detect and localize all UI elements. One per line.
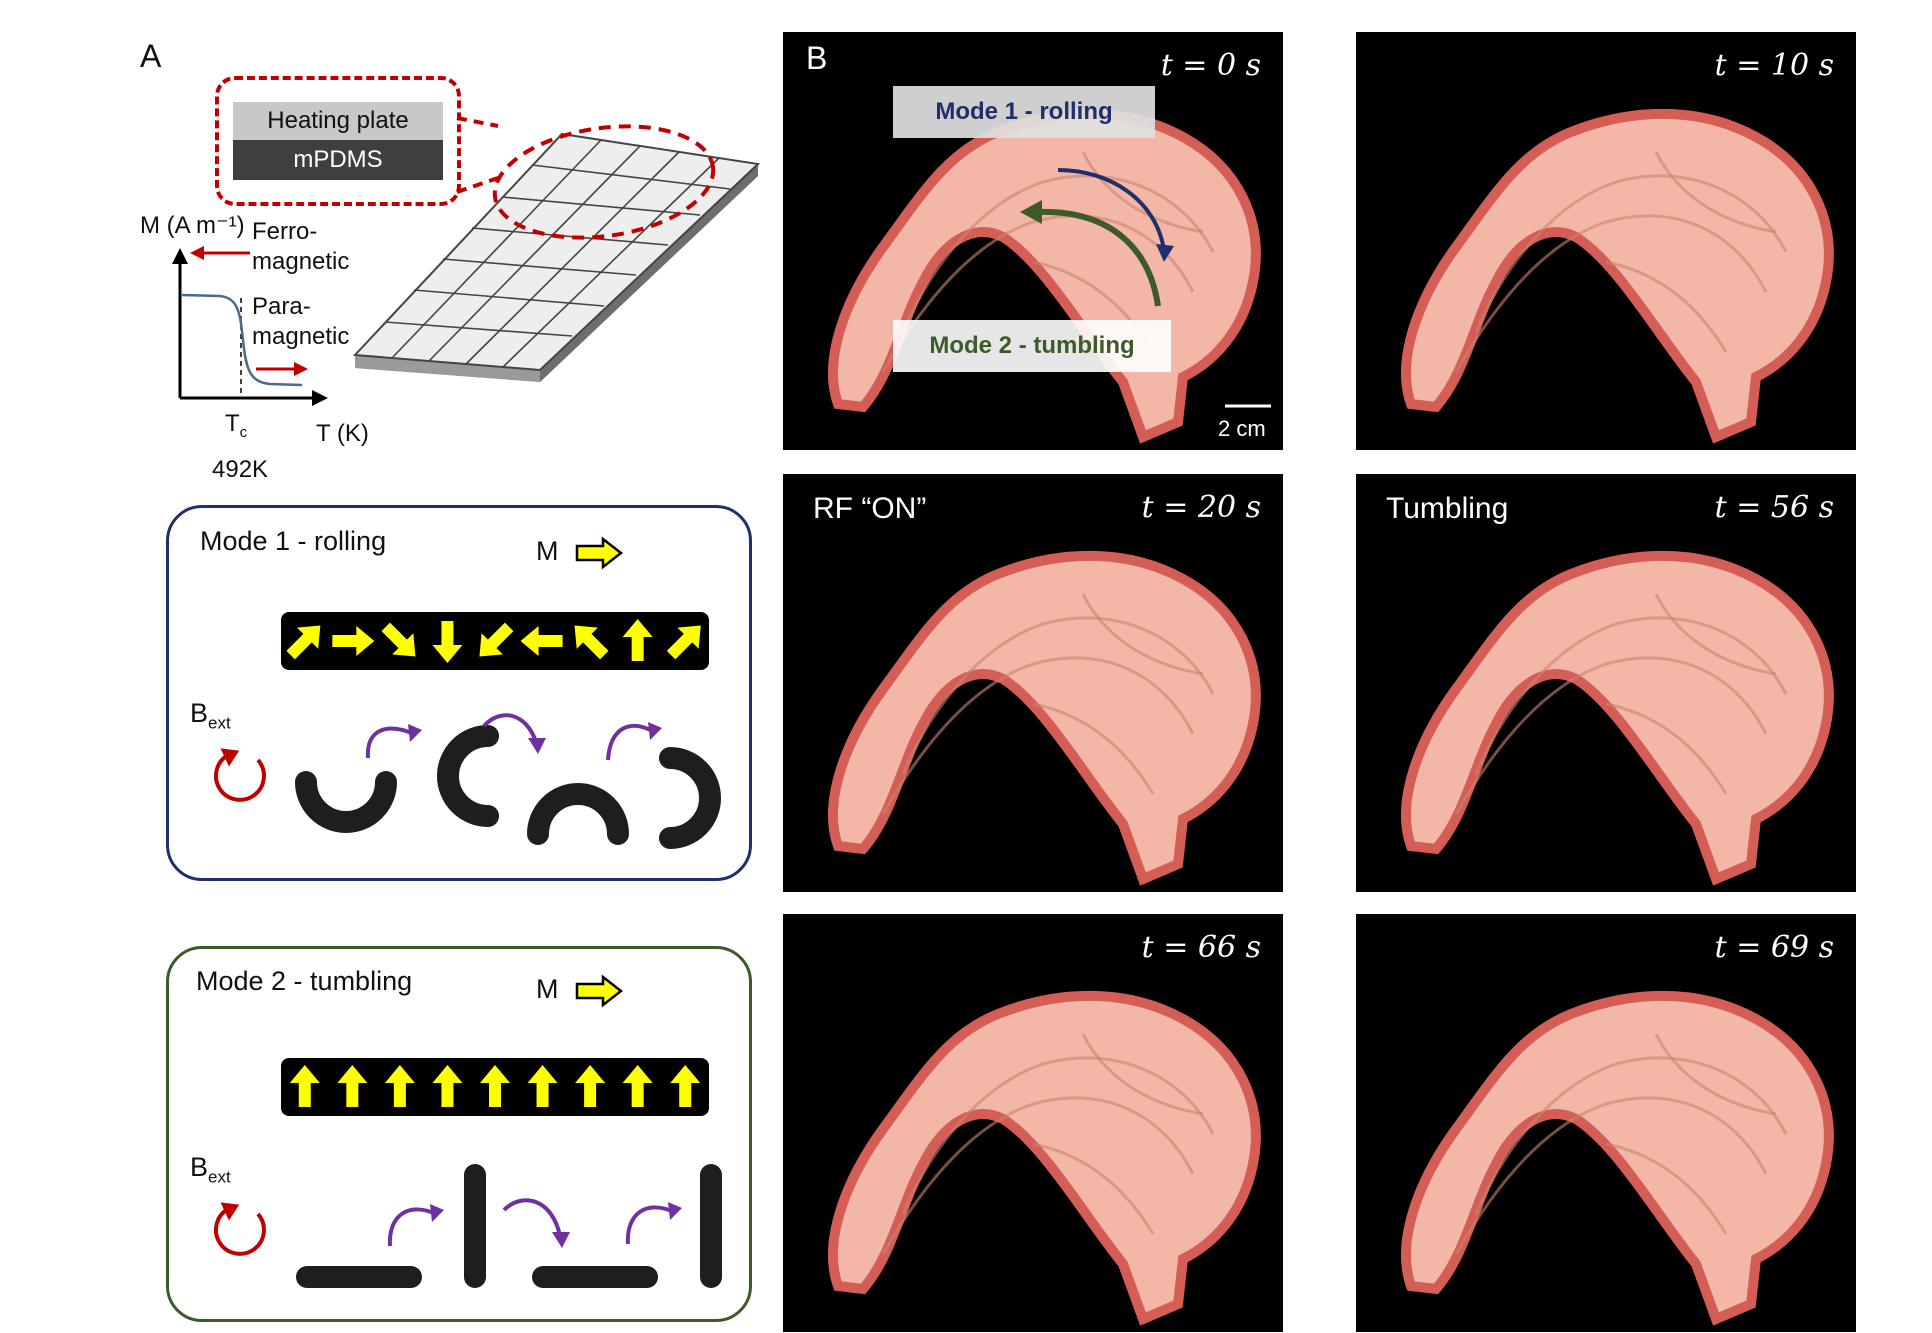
magnetization-arrows [289, 1065, 701, 1107]
layer-stack-inset [215, 76, 461, 206]
mode1-overlay-label: Mode 1 - rolling [893, 86, 1155, 138]
frame-2: t = 20 s RF “ON” [783, 474, 1283, 892]
magnetization-arrow-icon [575, 1065, 606, 1107]
mode2-box [166, 946, 752, 1322]
stomach-model-image [1401, 550, 1834, 886]
mode2-bext-label: Bext [190, 1152, 231, 1187]
frame-time-label: t = 10 s [1714, 48, 1834, 83]
graph-x-label: T (K) [316, 420, 369, 447]
mode1-bext-subscript: ext [208, 713, 231, 733]
frame-4: t = 66 s [783, 914, 1283, 1332]
magnetization-arrow-icon [527, 1065, 558, 1107]
mode2-title: Mode 2 - tumbling [196, 966, 413, 996]
magnetization-arrow-icon [384, 1065, 415, 1107]
ferro-label-1: Ferro- [252, 218, 318, 245]
magnetization-arrow-icon [670, 1065, 701, 1107]
tc-value: 492K [212, 456, 269, 483]
mode1-magnetization-strip [281, 612, 709, 670]
mode1-box [166, 505, 752, 881]
heating-plate-layer: Heating plate [233, 102, 443, 140]
mode2-m-arrow-icon [575, 974, 624, 1008]
ferro-label-2: magnetic [252, 248, 350, 275]
para-label-1: Para- [252, 293, 311, 320]
stomach-model-image [1401, 108, 1834, 444]
magnetization-arrow-icon [381, 622, 416, 657]
frame-time-label: t = 66 s [1141, 930, 1261, 965]
magnetization-arrow-icon [479, 622, 514, 657]
stomach-model-image [828, 550, 1261, 886]
mpdms-layer: mPDMS [233, 140, 443, 180]
magnetization-arrow-icon [622, 619, 653, 661]
frame-extra-label: RF “ON” [813, 492, 927, 525]
magnetization-arrow-icon [520, 626, 563, 656]
frame-5: t = 69 s [1356, 914, 1856, 1332]
mode2-bext-subscript: ext [208, 1167, 231, 1187]
mode1-bext-symbol: B [190, 698, 209, 728]
magnetization-curve [181, 293, 303, 387]
mode1-m-arrow-icon [575, 536, 624, 570]
panel-a-letter: A [140, 38, 162, 74]
frame-3: t = 56 s Tumbling [1356, 474, 1856, 892]
mode1-title: Mode 1 - rolling [200, 526, 387, 556]
heating-plate-label: Heating plate [267, 107, 409, 134]
panel-b-letter: B [806, 40, 828, 76]
graph-y-label: M (A m⁻¹) [140, 212, 245, 239]
stomach-model-image [1401, 990, 1834, 1326]
mode1-bext-rotation-icon [213, 748, 266, 802]
magnetization-arrow-icon [480, 1065, 510, 1107]
frame-extra-label: Tumbling [1386, 492, 1509, 525]
mode2-bext-symbol: B [190, 1152, 209, 1182]
magnetization-arrow-icon [337, 1065, 368, 1107]
magnetization-arrow-icon [432, 1065, 463, 1107]
magnetization-arrows [286, 619, 701, 663]
magnetization-arrow-icon [332, 626, 375, 656]
mode1-m-label: M [536, 536, 559, 566]
para-label-2: magnetic [252, 323, 350, 350]
mode2-magnetization-strip [281, 1058, 709, 1116]
mode2-bext-rotation-icon [213, 1202, 266, 1256]
scale-bar-label: 2 cm [1218, 416, 1266, 441]
magnetization-arrow-icon [666, 625, 701, 660]
tc-symbol: T [225, 410, 240, 437]
stomach-model-image [828, 990, 1261, 1326]
frame-time-label: t = 69 s [1714, 930, 1834, 965]
mode2-m-label: M [536, 974, 559, 1004]
plate-grid [384, 139, 731, 368]
magnetization-arrow-icon [622, 1065, 653, 1107]
mpdms-label: mPDMS [293, 146, 383, 173]
magnetization-arrow-icon [286, 625, 321, 660]
frame-time-label: t = 56 s [1714, 490, 1834, 525]
magnetization-arrow-icon [574, 625, 609, 660]
magnetization-arrow-icon [289, 1065, 320, 1107]
mode1-bext-label: Bext [190, 698, 231, 733]
mode2-overlay-label: Mode 2 - tumbling [893, 320, 1171, 372]
magnetization-arrow-icon [432, 621, 463, 663]
frame-time-label: t = 20 s [1141, 490, 1261, 525]
frame-1: t = 10 s [1356, 32, 1856, 450]
tc-subscript: c [239, 423, 248, 441]
tc-label: Tc [225, 412, 247, 440]
frame-time-label: t = 0 s [1160, 48, 1261, 83]
